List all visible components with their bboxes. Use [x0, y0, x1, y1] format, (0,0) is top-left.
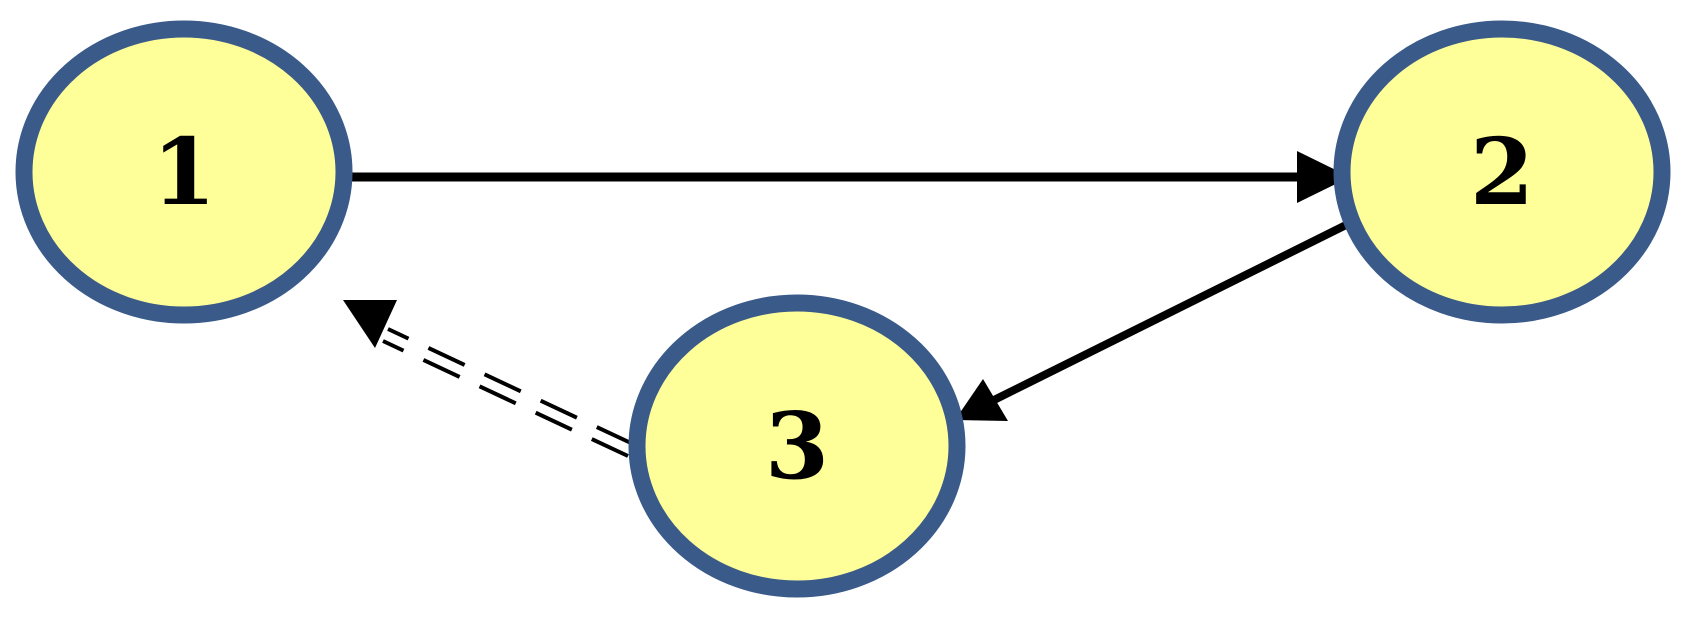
- node-3-label: 3: [765, 392, 829, 500]
- node-2-shape: [1333, 20, 1671, 324]
- node-1-label: 1: [152, 118, 216, 226]
- edge-2-to-3-line: [988, 220, 1350, 406]
- edge-3-to-1-arrowhead: [343, 300, 397, 348]
- node-2: 2: [1333, 20, 1671, 324]
- edge-1-to-2: [344, 151, 1350, 203]
- node-1: 1: [15, 20, 353, 324]
- edge-1-to-2-arrowhead: [1297, 151, 1350, 203]
- edge-3-to-1-line-b: [382, 339, 629, 458]
- edge-3-to-1: [343, 300, 634, 458]
- node-3-shape: [628, 294, 966, 598]
- node-1-shape: [15, 20, 353, 324]
- edge-2-to-3-arrowhead: [955, 379, 1008, 421]
- edge-2-to-3: [955, 220, 1350, 421]
- node-3: 3: [628, 294, 966, 598]
- node-2-label: 2: [1470, 118, 1534, 226]
- edge-3-to-1-line-a: [387, 327, 634, 446]
